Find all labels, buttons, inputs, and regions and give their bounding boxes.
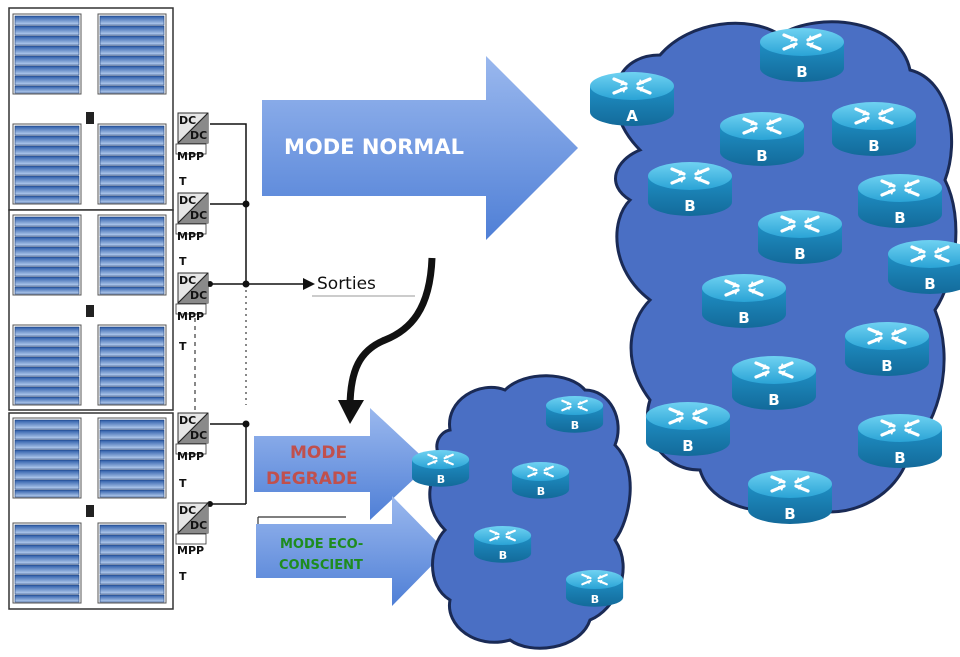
sorties-arrowhead — [303, 278, 315, 290]
converter-dc-label: DC — [190, 129, 207, 142]
output-wiring — [194, 123, 305, 505]
mode-degrade-label-line2: DEGRADE — [266, 469, 358, 489]
router-label-b: B — [924, 275, 935, 293]
converter-mpp-label: MPP — [177, 450, 204, 463]
router-label-b: B — [784, 505, 795, 523]
solar-panel-array — [8, 7, 174, 610]
transition-arrow — [338, 257, 436, 424]
router-label-b: B — [437, 473, 445, 486]
converter-dc-label: DC — [190, 429, 207, 442]
router-label-b: B — [768, 391, 779, 409]
converter-t-label: T — [179, 175, 187, 188]
converter-t-label: T — [179, 570, 187, 583]
router-label-b: B — [794, 245, 805, 263]
sorties-label: Sorties — [317, 274, 376, 294]
router-label-b: B — [868, 137, 879, 155]
converter-dc-label: DC — [190, 289, 207, 302]
converter-dc-label: DC — [179, 274, 196, 287]
converter-dc-label: DC — [179, 114, 196, 127]
router-label-b: B — [684, 197, 695, 215]
router-label-a: A — [626, 107, 638, 125]
router-label-b: B — [756, 147, 767, 165]
router-label-b: B — [591, 593, 599, 606]
router-label-b: B — [738, 309, 749, 327]
converter-mpp-label: MPP — [177, 230, 204, 243]
router-label-b: B — [537, 485, 545, 498]
converter-dc-label: DC — [179, 504, 196, 517]
converter-t-label: T — [179, 477, 187, 490]
converter-dc-label: DC — [179, 194, 196, 207]
mode-eco-arrow: MODE ECO- CONSCIENT — [256, 496, 446, 606]
router-label-b: B — [796, 63, 807, 81]
converter-dc-label: DC — [190, 519, 207, 532]
router-label-b: B — [881, 357, 892, 375]
mode-degrade-label-line1: MODE — [290, 443, 347, 463]
wire-junctions — [207, 200, 250, 507]
converter-t-label: T — [179, 255, 187, 268]
converter-mpp-label: MPP — [177, 150, 204, 163]
mode-normal-label: MODE NORMAL — [284, 135, 464, 159]
mode-eco-label-line2: CONSCIENT — [279, 558, 363, 573]
mode-eco-label-line1: MODE ECO- — [280, 537, 363, 552]
router-label-b: B — [894, 449, 905, 467]
router-label-b: B — [894, 209, 905, 227]
converter-mpp-label: MPP — [177, 544, 204, 557]
converter-mpp-label: MPP — [177, 310, 204, 323]
mode-degrade-arrow: MODE DEGRADE — [254, 408, 430, 520]
router-label-b: B — [499, 549, 507, 562]
converter-t-label: T — [179, 340, 187, 353]
mode-normal-arrow: MODE NORMAL — [262, 56, 578, 240]
router-label-b: B — [571, 419, 579, 432]
converter-dc-label: DC — [179, 414, 196, 427]
converter-dc-label: DC — [190, 209, 207, 222]
router-label-b: B — [682, 437, 693, 455]
